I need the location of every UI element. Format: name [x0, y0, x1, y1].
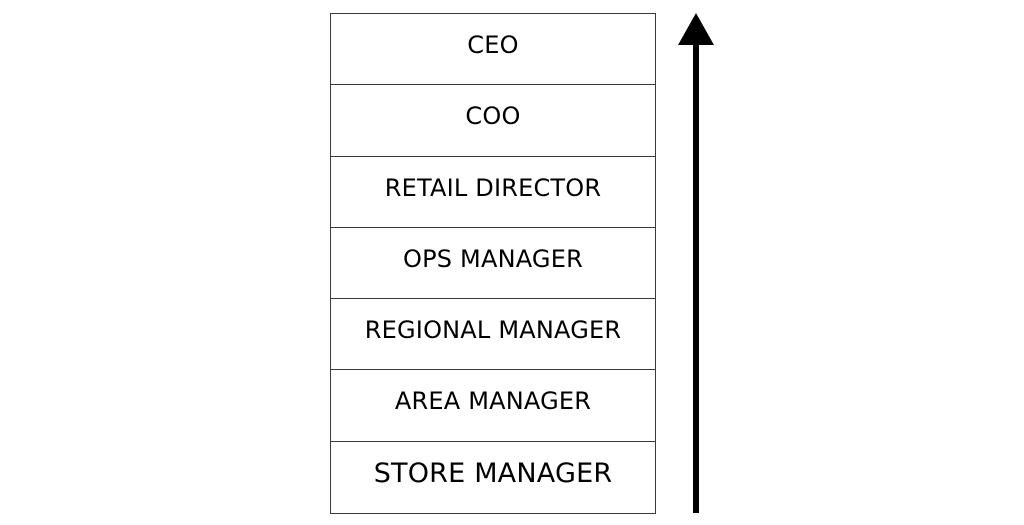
level-label: CEO: [467, 31, 519, 59]
level-coo: COO: [331, 85, 655, 157]
level-label: RETAIL DIRECTOR: [384, 173, 602, 202]
level-label: STORE MANAGER: [373, 457, 613, 489]
level-retail-director: RETAIL DIRECTOR: [331, 157, 655, 228]
level-ceo: CEO: [331, 14, 655, 86]
level-label: REGIONAL MANAGER: [364, 316, 622, 345]
level-store-manager: STORE MANAGER: [331, 442, 655, 513]
level-area-manager: AREA MANAGER: [331, 370, 655, 442]
level-label: COO: [465, 102, 521, 131]
level-label: AREA MANAGER: [394, 387, 592, 416]
up-arrow-icon: [678, 13, 714, 513]
hierarchy-stack: CEO COO RETAIL DIRECTOR OPS MANAGER REGI…: [330, 13, 656, 515]
level-regional-manager: REGIONAL MANAGER: [331, 299, 655, 371]
level-ops-manager: OPS MANAGER: [331, 228, 655, 300]
level-label: OPS MANAGER: [403, 244, 583, 273]
